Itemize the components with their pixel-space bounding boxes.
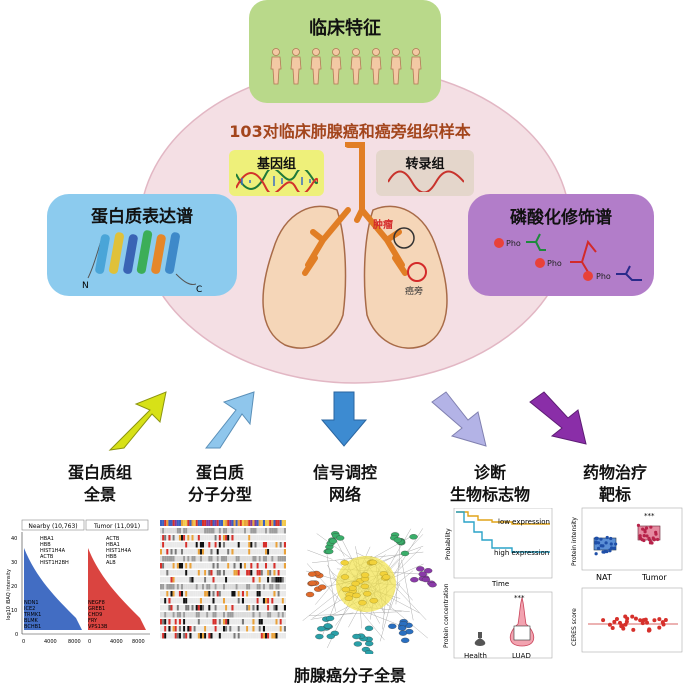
svg-text:0: 0	[22, 639, 25, 645]
svg-text:ACTB: ACTB	[106, 536, 120, 542]
health-label: Health	[464, 652, 487, 660]
phosphorylation-icon: Pho Pho Pho	[494, 233, 642, 281]
svg-text:VPS13B: VPS13B	[88, 624, 108, 630]
transmembrane-protein-icon: N C	[82, 230, 202, 294]
arrow-4-icon	[431, 391, 487, 447]
svg-text:ACTB: ACTB	[40, 554, 54, 560]
probability-label: Probability	[445, 528, 452, 560]
rna-wave-icon	[388, 170, 464, 192]
c-terminus-label: C	[196, 285, 202, 294]
tumor-header: Tumor (11,091)	[93, 523, 140, 530]
pho-label-3: Pho	[596, 272, 611, 281]
tumor-x-label: Tumor	[641, 573, 667, 582]
clinical-features-box	[249, 0, 441, 103]
svg-text:HIST1H4A: HIST1H4A	[106, 548, 132, 554]
svg-text:HIST1H2BH: HIST1H2BH	[40, 560, 69, 566]
genome-label: 基因组	[256, 157, 296, 172]
svg-text:NDN1: NDN1	[24, 600, 39, 606]
human-figures-icon	[270, 48, 422, 85]
protein-conc-label: Protein concentration	[443, 583, 450, 648]
svg-text:FRY: FRY	[88, 618, 98, 624]
svg-text:HBA1: HBA1	[106, 542, 120, 548]
ytick-0: 0	[15, 632, 18, 638]
pho-label-2: Pho	[547, 259, 562, 268]
svg-text:CHD9: CHD9	[88, 612, 102, 618]
col-title-molecular-subtyping: 蛋白质分子分型	[187, 463, 252, 504]
panel-subtype-heatmap	[160, 520, 286, 639]
biomarker-significance: ***	[514, 594, 525, 602]
arrow-2-icon	[204, 391, 255, 449]
n-terminus-label: N	[82, 281, 89, 291]
low-expression-label: low expression	[498, 518, 550, 526]
nat-label: NAT	[596, 573, 612, 582]
adjacent-label: 癌旁	[405, 285, 423, 297]
high-expression-label: high expression	[494, 549, 549, 557]
target-significance: ***	[644, 512, 655, 520]
ytick-30: 30	[11, 560, 17, 566]
col-title-proteome-landscape: 蛋白质组全景	[67, 463, 132, 504]
nearby-header: Nearby (10,763)	[28, 523, 77, 530]
col-title-drug-target: 药物治疗靶标	[582, 463, 647, 504]
proteome-title: 蛋白质表达谱	[91, 207, 193, 227]
lungs-illustration: 肿瘤 癌旁	[262, 142, 448, 349]
ytick-10: 10	[11, 608, 17, 614]
ytick-20: 20	[11, 584, 17, 590]
luad-label: LUAD	[512, 652, 531, 660]
tumor-marker-icon	[393, 227, 415, 249]
adjacent-marker-icon	[407, 262, 427, 282]
panel-proteome-abundance: Nearby (10,763) Tumor (11,091) 40 30 20 …	[6, 519, 150, 645]
arrow-1-icon	[108, 391, 167, 451]
time-label: Time	[491, 580, 509, 588]
svg-text:BCHB1: BCHB1	[24, 624, 41, 630]
svg-text:BLMK: BLMK	[24, 618, 39, 624]
dna-helix-icon	[236, 170, 318, 192]
ytick-40: 40	[11, 536, 17, 542]
phospho-title: 磷酸化修饰谱	[510, 208, 612, 228]
svg-text:ALB: ALB	[106, 560, 116, 566]
col-title-signaling-network: 信号调控网络	[312, 463, 377, 504]
svg-text:GREB1: GREB1	[88, 606, 105, 612]
ceres-label: CERES score	[571, 608, 578, 646]
arrow-5-icon	[529, 391, 587, 445]
pho-label-1: Pho	[506, 239, 521, 248]
arrow-3-icon	[320, 391, 368, 447]
svg-text:4000: 4000	[110, 639, 123, 645]
svg-text:HBB: HBB	[40, 542, 51, 548]
svg-text:8000: 8000	[132, 639, 145, 645]
clinical-features-title: 临床特征	[309, 18, 381, 39]
protein-intensity-label: Protein intensity	[571, 517, 578, 566]
svg-text:0: 0	[88, 639, 91, 645]
svg-text:HIST1H4A: HIST1H4A	[40, 548, 66, 554]
panel-drug-target: Protein intensity *** NAT Tumor CERES sc…	[571, 507, 683, 653]
arrows-row	[108, 391, 587, 451]
tumor-label: 肿瘤	[373, 218, 393, 231]
svg-text:HBB: HBB	[106, 554, 117, 560]
svg-text:HBA1: HBA1	[40, 536, 54, 542]
panel-biomarker: low expression high expression Probabili…	[443, 508, 553, 660]
svg-text:NEGF8: NEGF8	[88, 600, 105, 606]
p1-ylabel: log10 iBAQ intensity	[6, 569, 12, 620]
panel-signaling-network	[302, 528, 437, 654]
footer-title: 肺腺癌分子全景	[293, 666, 406, 685]
svg-text:ICE2: ICE2	[24, 606, 35, 612]
transcriptome-label: 转录组	[405, 157, 445, 172]
col-title-diagnostic-biomarker: 诊断生物标志物	[449, 463, 530, 504]
transcriptome-tag	[376, 150, 474, 196]
svg-text:8000: 8000	[68, 639, 81, 645]
samples-title: 103对临床肺腺癌和癌旁组织样本	[229, 122, 471, 141]
svg-text:TRMK1: TRMK1	[23, 612, 41, 618]
svg-text:4000: 4000	[44, 639, 57, 645]
